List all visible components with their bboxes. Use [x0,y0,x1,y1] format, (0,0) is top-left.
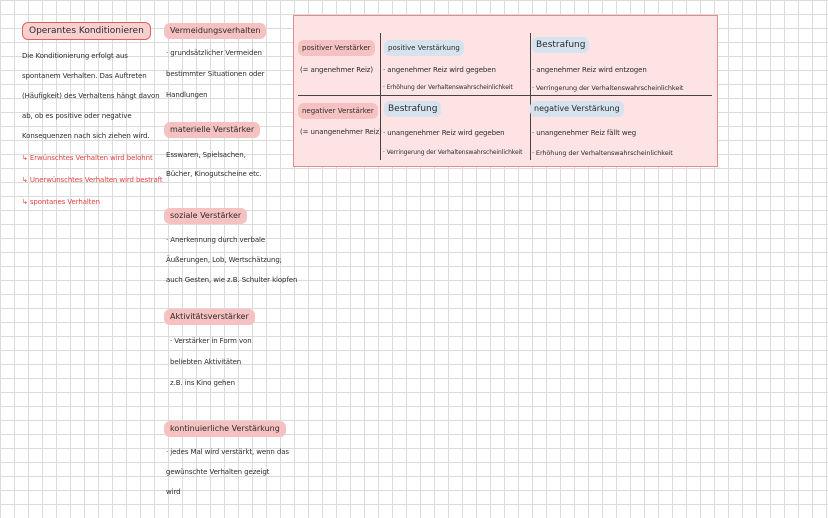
row1-cell2-title: Bestrafung [532,37,590,53]
continuous-line-3: wird [166,488,181,496]
material-heading: materielle Verstärker [164,122,261,138]
row1-cell2-line-2: · Verringerung der Verhaltenswahrscheinl… [532,84,684,92]
continuous-heading: kontinuierliche Verstärkung [164,421,286,437]
row2-sub: (= unangenehmer Reiz) [300,128,382,136]
activity-line-3: z.B. ins Kino gehen [170,379,235,387]
activity-line-2: beliebten Aktivitäten [170,358,242,366]
avoid-line-3: Handlungen [166,91,208,99]
row2-label: negativer Verstärker [298,103,378,119]
social-line-1: · Anerkennung durch verbale [166,236,266,244]
row1-sub: (= angenehmer Reiz) [300,66,374,74]
continuous-line-1: · jedes Mal wird verstärkt, wenn das [166,448,289,456]
row1-cell2-line-1: · angenehmer Reiz wird entzogen [532,66,647,74]
col1-red-line-3: ↳ spontanes Verhalten [22,198,100,206]
avoid-line-1: · grundsätzlicher Vermeiden [166,49,262,57]
col1-line-5: Konsequenzen nach sich ziehen wird. [22,132,150,140]
continuous-line-2: gewünschte Verhalten gezeigt [166,468,270,476]
row2-cell2-line-2: · Erhöhung der Verhaltenswahrscheinlichk… [532,149,673,157]
row2-cell2-title: negative Verstärkung [530,101,624,117]
avoid-heading: Vermeidungsverhalten [164,23,267,39]
row1-cell1-line-2: · Erhöhung der Verhaltenswahrscheinlichk… [383,84,513,91]
operant-heading: Operantes Konditionieren [22,22,151,40]
row1-label: positiver Verstärker [298,40,375,56]
material-line-2: Bücher, Kinogutscheine etc. [166,170,262,178]
table-divider-v2 [530,33,531,160]
avoid-line-2: bestimmter Situationen oder [166,70,265,78]
table-divider-v1 [380,33,381,160]
col1-red-line-1: ↳ Erwünschtes Verhalten wird belohnt [22,154,153,162]
activity-heading: Aktivitätsverstärker [164,309,255,325]
col1-line-3: (Häufigkeit) des Verhaltens hängt davon [22,92,160,100]
material-line-1: Esswaren, Spielsachen, [166,151,246,159]
col1-line-4: ab, ob es positive oder negative [22,112,132,120]
row2-cell1-line-2: · Verringerung der Verhaltenswahrscheinl… [383,149,523,156]
social-line-2: Äußerungen, Lob, Wertschätzung; [166,256,282,264]
table-divider-h [298,95,712,96]
col1-red-line-2: ↳ Unerwünschtes Verhalten wird bestraft [22,176,163,184]
row1-cell1-title: positive Verstärkung [384,40,464,56]
col1-line-2: spontanem Verhalten. Das Auftreten [22,72,147,80]
col1-line-1: Die Konditionierung erfolgt aus [22,52,128,60]
row2-cell1-title: Bestrafung [384,101,442,117]
social-line-3: auch Gesten, wie z.B. Schulter klopfen [166,276,298,284]
social-heading: soziale Verstärker [164,208,248,224]
activity-line-1: · Verstärker in Form von [170,337,252,345]
row1-cell1-line-1: · angenehmer Reiz wird gegeben [383,66,496,74]
row2-cell1-line-1: · unangenehmer Reiz wird gegeben [383,129,505,137]
row2-cell2-line-1: · unangenehmer Reiz fällt weg [532,129,637,137]
